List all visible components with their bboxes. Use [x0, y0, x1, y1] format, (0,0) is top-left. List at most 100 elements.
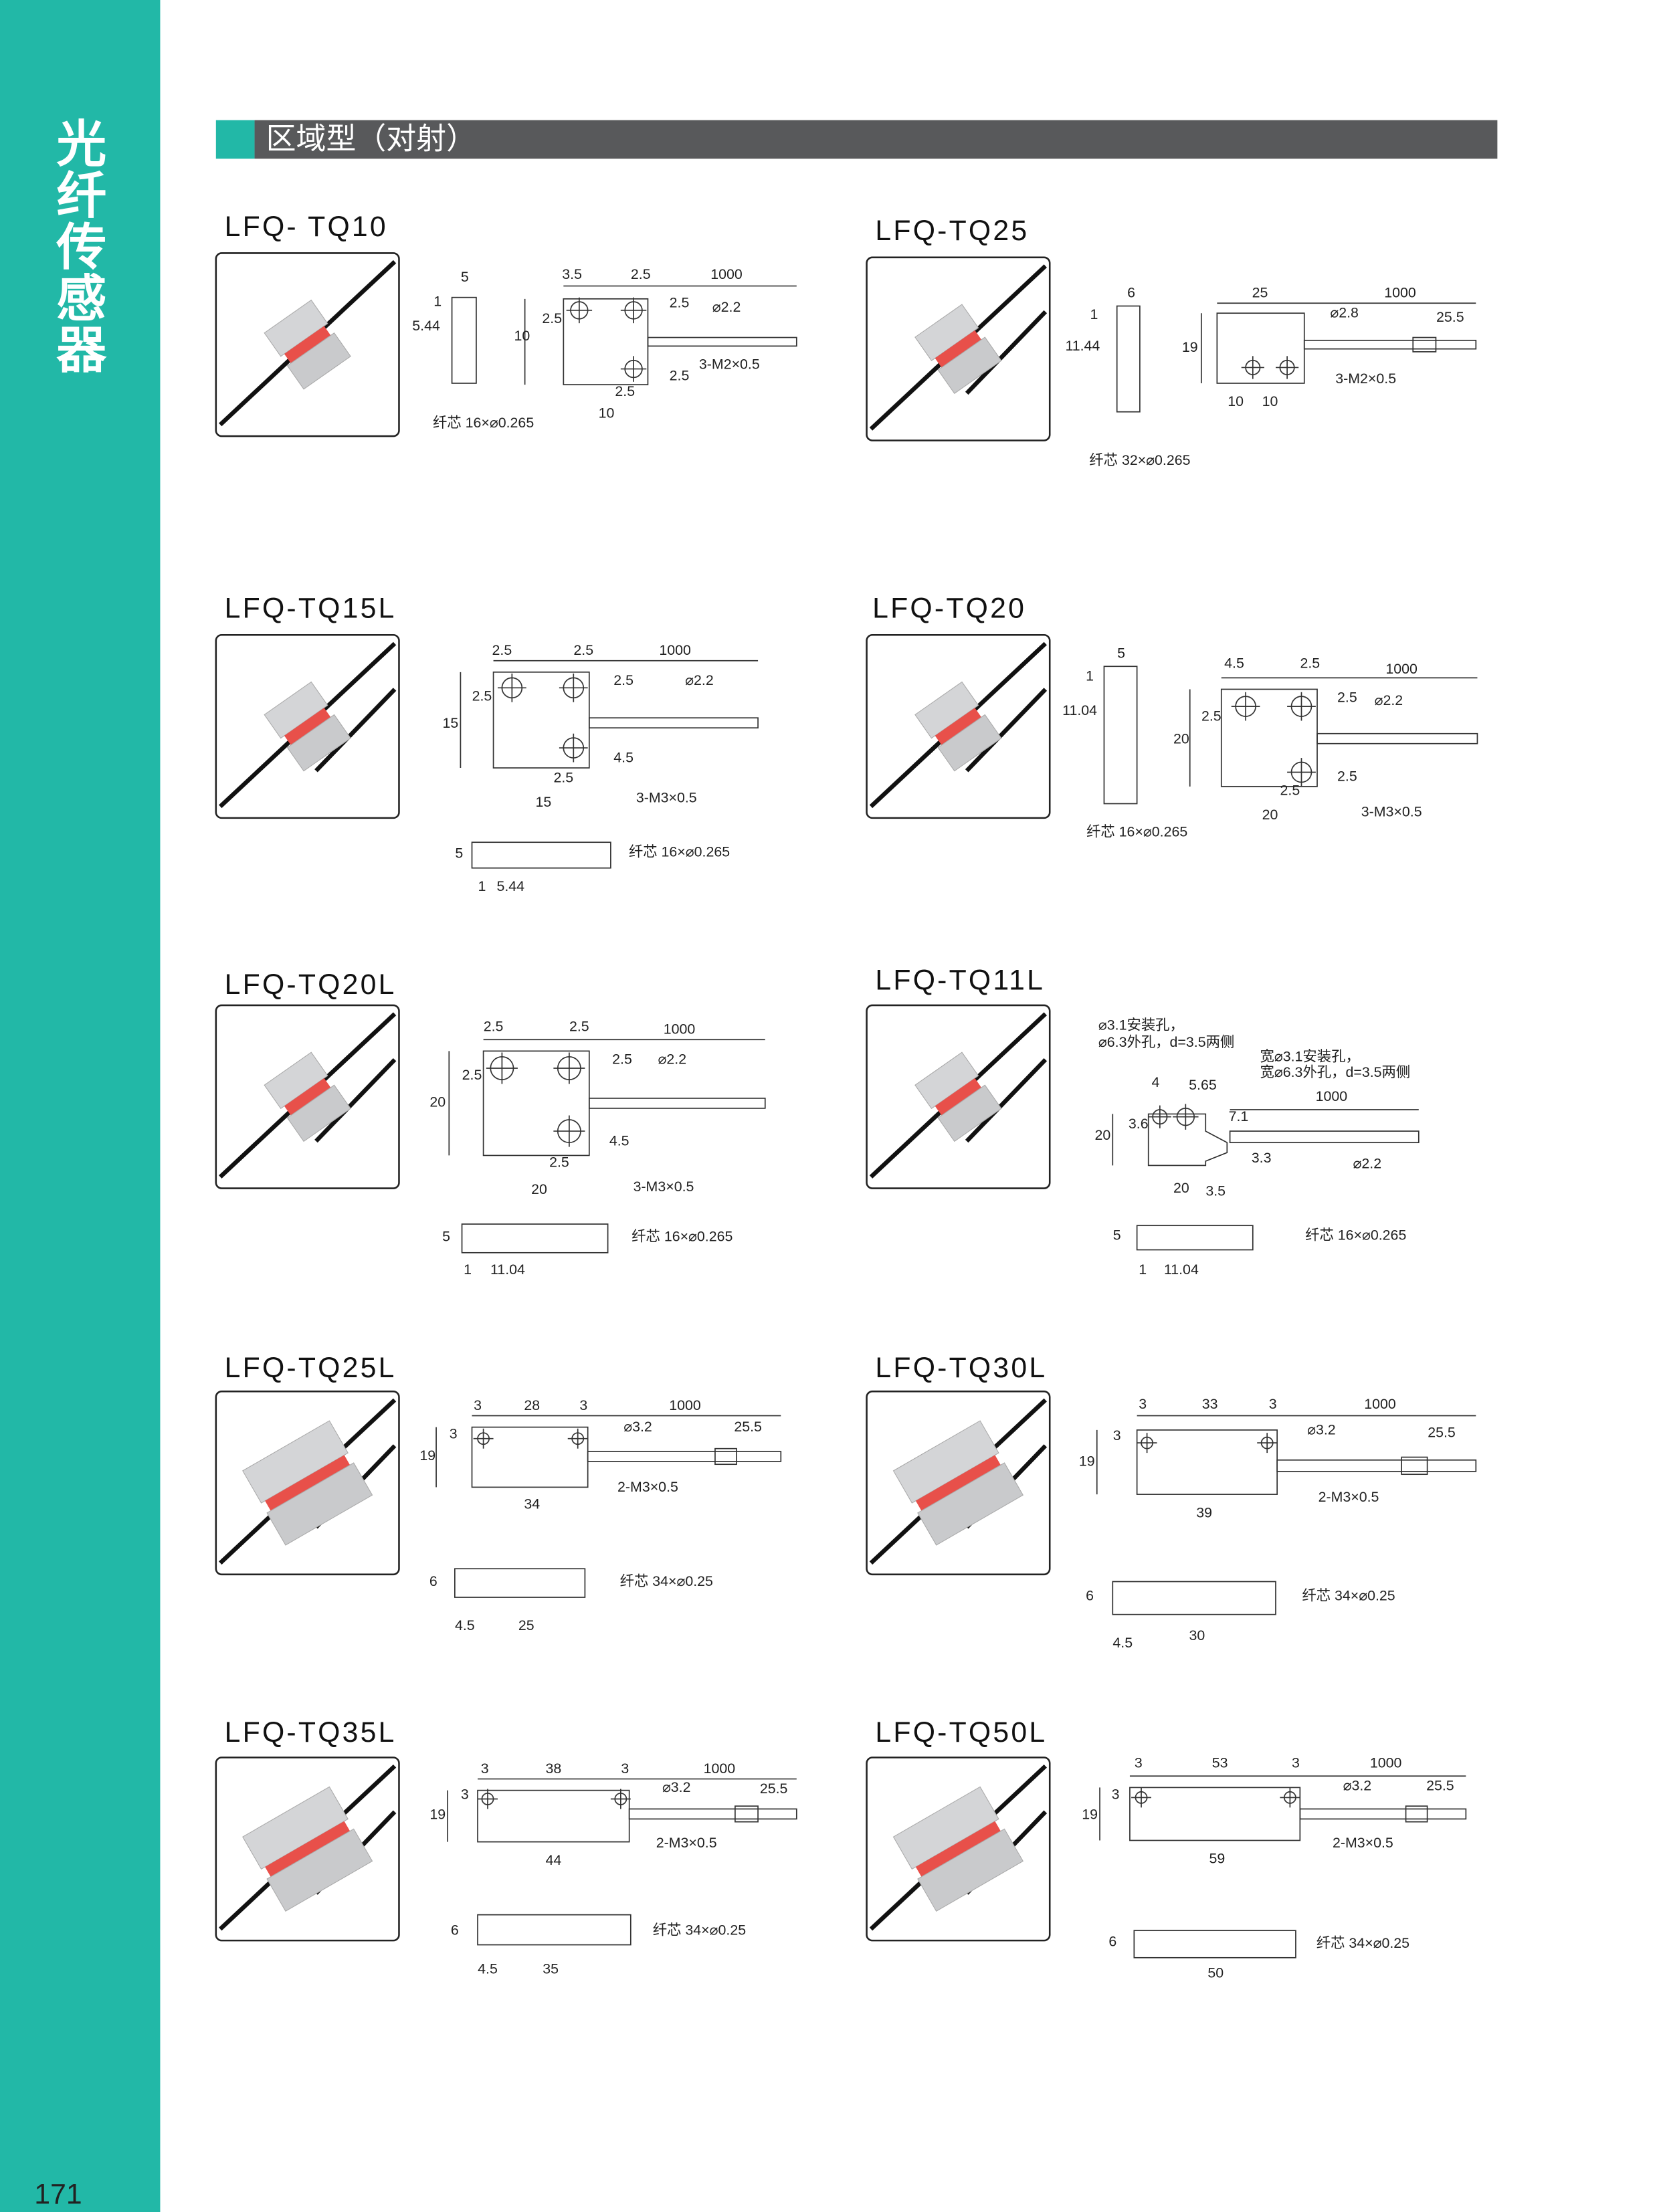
dimension-label: 纤芯 34×⌀0.25	[620, 1573, 713, 1589]
dimension-label: 3.3	[1252, 1150, 1272, 1166]
sensor-body-outline	[471, 1426, 589, 1488]
dimension-label: 3	[450, 1426, 458, 1442]
fiber-cable	[587, 1451, 782, 1462]
dimension-label: 5	[461, 269, 469, 285]
dimension-label: 纤芯 16×⌀0.265	[631, 1229, 733, 1245]
dimension-label: 4.5	[613, 750, 633, 766]
sensor-body-outline	[563, 298, 649, 385]
dimension-label: 3.5	[562, 266, 582, 282]
dimension-label: 1	[1139, 1262, 1147, 1278]
dimension-label: 2.5	[484, 1018, 504, 1034]
product-photo	[866, 1004, 1051, 1189]
fiber-connector	[714, 1447, 737, 1466]
dimension-label: 2.5	[492, 642, 512, 658]
fiber-cable	[1276, 1459, 1477, 1472]
dimension-label: 3	[1292, 1754, 1300, 1771]
sensor-body-outline	[482, 1050, 590, 1157]
sensor-body-outline	[1129, 1787, 1301, 1841]
dimension-label: 2.5	[615, 383, 635, 399]
dimension-label: ⌀6.3外孔，d=3.5两侧	[1098, 1034, 1234, 1050]
dimension-label: 59	[1209, 1851, 1225, 1867]
sensor-body-outline	[1116, 305, 1141, 413]
dimension-label: 6	[429, 1573, 437, 1589]
dimension-label: 2.5	[1337, 768, 1357, 784]
dimension-label: 44	[545, 1852, 561, 1868]
dimension-label: 宽⌀3.1安装孔，	[1260, 1048, 1359, 1064]
dimension-label: 5	[1117, 645, 1125, 661]
product-photo	[215, 1004, 400, 1189]
dimension-label: 3	[1135, 1754, 1143, 1771]
dimension-label: 33	[1202, 1396, 1218, 1412]
dimension-label: 1000	[1384, 285, 1416, 301]
fiber-connector	[1401, 1456, 1428, 1476]
sidebar-title: 光纤传感器	[56, 117, 107, 381]
dimension-label: 25	[518, 1617, 534, 1633]
dimension-label: 30	[1189, 1627, 1205, 1643]
dimension-label: ⌀2.2	[685, 672, 714, 688]
product-photo	[215, 1756, 400, 1942]
dimension-label: 纤芯 16×⌀0.265	[629, 844, 730, 860]
model-name: LFQ-TQ35L	[225, 1716, 397, 1748]
dimension-label: 2.5	[472, 688, 492, 704]
dimension-label: 2.5	[542, 310, 562, 326]
dimension-label: ⌀2.2	[712, 299, 741, 315]
dimension-label: 4.5	[478, 1960, 498, 1977]
dimension-label: 1000	[710, 266, 743, 282]
dimension-label: 2.5	[569, 1018, 589, 1034]
dimension-label: 10	[599, 405, 615, 421]
dimension-label: 25.5	[1436, 309, 1464, 325]
dimension-label: 6	[1108, 1934, 1116, 1950]
dimension-label: 2.5	[613, 672, 633, 688]
dimension-label: 1000	[659, 642, 691, 658]
sensor-body-outline	[477, 1789, 630, 1843]
dimension-label: 19	[1082, 1806, 1098, 1822]
fiber-connector	[1412, 336, 1437, 353]
dimension-label: 1000	[704, 1761, 736, 1777]
dimension-label: 6	[451, 1922, 459, 1938]
model-name: LFQ-TQ25L	[225, 1352, 397, 1384]
dimension-label: 3.6	[1129, 1116, 1149, 1132]
dimension-label: ⌀3.2	[623, 1419, 652, 1435]
dimension-label: 3	[579, 1397, 587, 1413]
section-title: 区域型（对射）	[254, 120, 1498, 159]
dimension-label: 1000	[664, 1021, 696, 1037]
product-photo	[866, 1756, 1051, 1942]
dimension-label: 5.65	[1189, 1077, 1217, 1093]
dimension-label: 3.5	[1205, 1183, 1226, 1199]
model-name: LFQ-TQ50L	[875, 1716, 1047, 1748]
dimension-label: 1	[1086, 668, 1094, 684]
fiber-cable	[1229, 1130, 1420, 1144]
dimension-label: 53	[1212, 1754, 1228, 1771]
dimension-label: 19	[1182, 339, 1198, 355]
dimension-label: 38	[545, 1761, 561, 1777]
dimension-label: 34	[524, 1496, 540, 1512]
section-accent	[215, 120, 255, 159]
dimension-label: 5	[1113, 1227, 1121, 1243]
dimension-label: 2.5	[1300, 655, 1320, 671]
dimension-label: 28	[524, 1397, 540, 1413]
dimension-label: 2.5	[612, 1051, 632, 1068]
dimension-label: 2.5	[462, 1067, 482, 1083]
dimension-label: ⌀2.2	[658, 1051, 687, 1068]
dimension-label: 25.5	[760, 1781, 788, 1797]
sensor-body-outline	[1133, 1930, 1296, 1958]
sensor-body-outline	[1147, 1113, 1228, 1167]
dimension-label: 20	[1173, 1180, 1189, 1196]
dimension-label: 20	[429, 1094, 446, 1110]
dimension-label: 1000	[1370, 1754, 1402, 1771]
dimension-label: 4.5	[1112, 1635, 1133, 1651]
dimension-label: 5	[442, 1229, 450, 1245]
dimension-label: 19	[1079, 1453, 1095, 1469]
dimension-label: 纤芯 34×⌀0.25	[653, 1922, 746, 1938]
